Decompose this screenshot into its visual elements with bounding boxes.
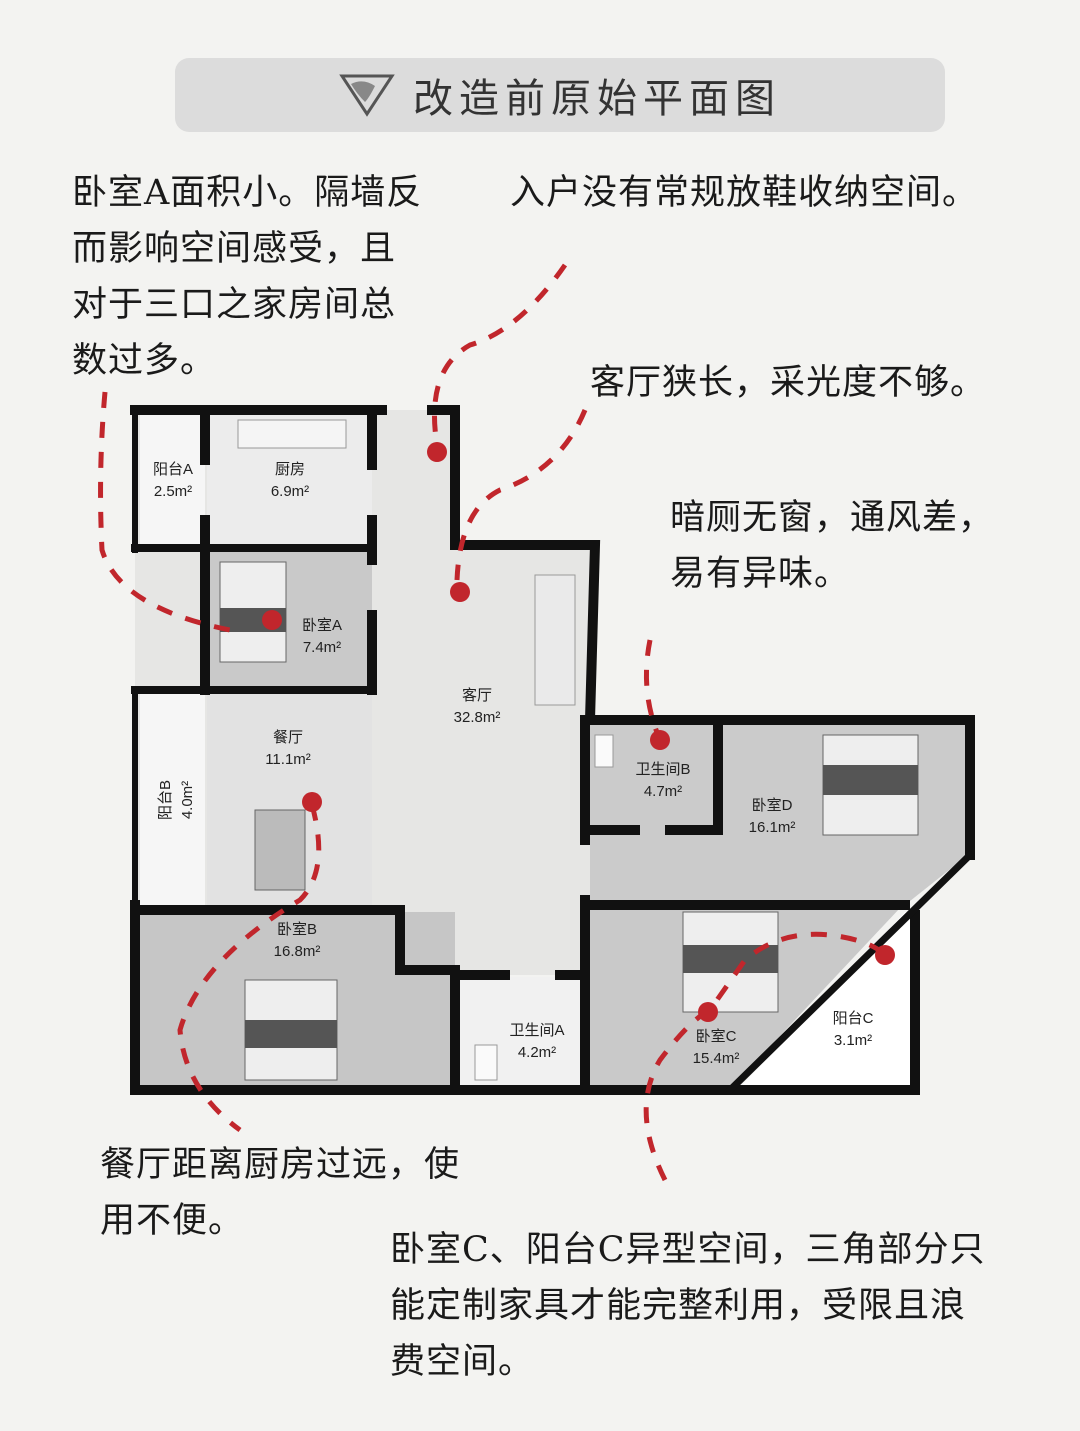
note-bedroom-c: 卧室C、阳台C异型空间，三角部分只 能定制家具才能完整利用，受限且浪 费空间。 [390, 1222, 986, 1390]
note-line: 而影响空间感受，且 [72, 229, 397, 269]
room-name: 卧室B [277, 921, 317, 938]
note-line: 客厅狭长，采光度不够。 [590, 363, 987, 403]
kitchen-counter [237, 419, 347, 449]
leader-living [454, 409, 588, 581]
dining-table-icon [254, 809, 306, 891]
note-entrance: 入户没有常规放鞋收纳空间。 [510, 165, 978, 221]
room-name: 阳台C [833, 1010, 874, 1027]
note-line: 卧室C、阳台C异型空间，三角部分只 [390, 1230, 986, 1270]
room-labels: 阳台A 2.5m² 厨房 6.9m² 卧室A 7.4m² 客厅 32.8m² 餐… [153, 461, 874, 1067]
note-line: 卧室A面积小。隔墙反 [72, 173, 423, 213]
room-name: 卫生间B [635, 761, 690, 778]
note-line: 暗厕无窗，通风差， [670, 498, 995, 538]
leader-bedroom-a [98, 391, 241, 635]
marker-dot [698, 1002, 718, 1022]
room-name: 卧室A [302, 617, 342, 634]
room-name: 卧室C [696, 1028, 737, 1045]
note-line: 能定制家具才能完整利用，受限且浪 [390, 1286, 967, 1326]
room-area: 11.1m² [265, 751, 311, 768]
note-line: 易有异味。 [670, 554, 851, 594]
note-line: 入户没有常规放鞋收纳空间。 [510, 173, 979, 213]
walls [130, 405, 975, 1095]
marker-dot [450, 582, 470, 602]
title-bar: 改造前原始平面图 [175, 58, 945, 132]
room-area: 4.2m² [518, 1044, 556, 1061]
room-name: 阳台A [153, 461, 193, 478]
room-area: 15.4m² [693, 1050, 740, 1067]
marker-dot [875, 945, 895, 965]
note-bathroom: 暗厕无窗，通风差， 易有异味。 [670, 490, 994, 602]
note-line: 对于三口之家房间总 [72, 285, 397, 325]
room-name: 卫生间A [509, 1022, 564, 1039]
room-name: 卧室D [752, 797, 793, 814]
leader-entrance [432, 263, 568, 446]
note-dining: 餐厅距离厨房过远，使 用不便。 [100, 1137, 460, 1249]
sofa-icon [534, 574, 576, 706]
room-area: 4.0m² [179, 781, 196, 819]
note-line: 用不便。 [100, 1201, 245, 1241]
room-area: 2.5m² [154, 483, 192, 500]
balcony-b-floor [140, 690, 205, 905]
marker-dot [427, 442, 447, 462]
room-name: 阳台B [157, 780, 174, 820]
room-area: 7.4m² [303, 639, 341, 656]
room-area: 32.8m² [454, 709, 501, 726]
triangle-logo-icon [339, 74, 395, 117]
room-area: 4.7m² [644, 783, 682, 800]
room-name: 厨房 [275, 461, 305, 478]
note-bedroom-a: 卧室A面积小。隔墙反 而影响空间感受，且 对于三口之家房间总 数过多。 [72, 165, 422, 389]
note-living: 客厅狭长，采光度不够。 [590, 355, 986, 411]
note-line: 费空间。 [390, 1342, 535, 1382]
room-name: 餐厅 [273, 729, 303, 746]
room-area: 3.1m² [834, 1032, 872, 1049]
leader-bathroom [643, 639, 661, 736]
room-name: 客厅 [462, 687, 492, 704]
annotation-leaders [98, 263, 887, 1182]
marker-dot [302, 792, 322, 812]
annotation-dots [262, 442, 895, 1022]
note-line: 餐厅距离厨房过远，使 [100, 1145, 461, 1185]
leader-dining [177, 804, 322, 1133]
room-area: 6.9m² [271, 483, 309, 500]
note-line: 数过多。 [72, 341, 217, 381]
page-title: 改造前原始平面图 [413, 76, 781, 122]
marker-dot [262, 610, 282, 630]
toilet-icon [594, 734, 614, 768]
marker-dot [650, 730, 670, 750]
balcony-a-floor [140, 415, 205, 548]
room-area: 16.8m² [274, 943, 321, 960]
room-area: 16.1m² [749, 819, 796, 836]
furniture [219, 419, 919, 1081]
toilet-icon [474, 1044, 498, 1081]
